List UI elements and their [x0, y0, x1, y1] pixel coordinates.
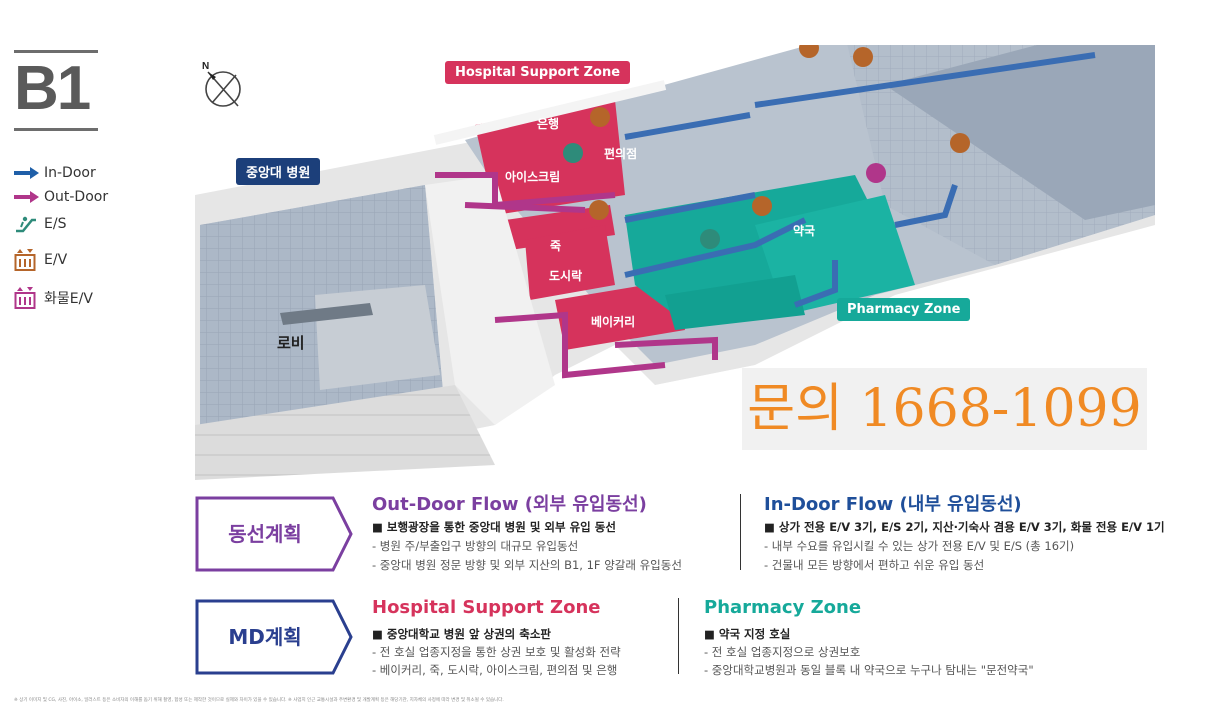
magenta-arrow-icon — [14, 190, 44, 204]
pharmacy-zone-lead: ■ 약국 지정 호실 — [704, 627, 791, 641]
level-label: B1 — [14, 54, 91, 123]
legend-elevator: E/V — [14, 248, 67, 272]
hospital-name-tag: 중앙대 병원 — [236, 158, 321, 185]
freight-elevator-icon — [14, 286, 44, 310]
shop-lunchbox: 도시락 — [549, 269, 583, 283]
indoor-flow-item: - 내부 수요를 유입시킬 수 있는 상가 전용 E/V 및 E/S (총 16… — [764, 539, 1075, 553]
compass-icon: N — [196, 55, 252, 117]
floor-map-drawing — [195, 15, 1155, 480]
legend-label: Out-Door — [44, 189, 109, 205]
hospital-support-title: Hospital Support Zone — [372, 597, 601, 618]
hospital-support-zone-tag: Hospital Support Zone — [445, 61, 631, 84]
legend-label: 화물E/V — [44, 291, 93, 307]
contact-box: 문의 1668-1099 — [742, 368, 1147, 450]
hospital-support-item: - 전 호실 업종지정을 통한 상권 보호 및 활성화 전략 — [372, 645, 621, 659]
pharmacy-zone-tag: Pharmacy Zone — [837, 298, 971, 321]
legend-freight-elevator: 화물E/V — [14, 286, 93, 310]
shop-icecream: 아이스크림 — [505, 170, 561, 184]
plan-badge-label: 동선계획 — [228, 522, 302, 546]
shop-bank: 은행 — [537, 117, 560, 131]
pharmacy-zone-item: - 중앙대학교병원과 동일 블록 내 약국으로 누구나 탐내는 "문전약국" — [704, 663, 1034, 677]
legend-label: In-Door — [44, 165, 96, 181]
plan-badge-md: MD계획 — [195, 599, 355, 679]
level-bottom-rule — [14, 128, 98, 131]
indoor-flow-title: In-Door Flow (내부 유입동선) — [764, 494, 1022, 515]
hospital-support-item: - 베이커리, 죽, 도시락, 아이스크림, 편의점 및 은행 — [372, 663, 618, 677]
plan-badge-flow: 동선계획 — [195, 496, 355, 576]
indoor-flow-item: - 건물내 모든 방향에서 편하고 쉬운 유입 동선 — [764, 558, 985, 572]
footnote: ※ 상기 이미지 및 CG, 사진, 아이소, 일러스트 등은 소비자의 이해를… — [14, 698, 504, 703]
legend-out-door: Out-Door — [14, 185, 108, 209]
pharmacy-zone-item: - 전 호실 업종지정으로 상권보호 — [704, 645, 861, 659]
blue-arrow-icon — [14, 166, 44, 180]
shop-convenience: 편의점 — [604, 147, 638, 161]
shop-pharmacy: 약국 — [793, 224, 816, 238]
elevator-icon — [14, 248, 44, 272]
outdoor-flow-title: Out-Door Flow (외부 유입동선) — [372, 494, 647, 515]
outdoor-flow-item: - 중앙대 병원 정문 방향 및 외부 지산의 B1, 1F 양갈래 유입동선 — [372, 558, 682, 572]
svg-text:N: N — [202, 61, 209, 72]
escalator-icon — [14, 214, 44, 234]
legend-label: E/V — [44, 252, 68, 268]
outdoor-flow-lead: ■ 보행광장을 통한 중앙대 병원 및 외부 유입 동선 — [372, 520, 616, 534]
contact-phone[interactable]: 문의 1668-1099 — [747, 379, 1142, 439]
level-top-rule — [14, 50, 98, 53]
hospital-support-lead: ■ 중앙대학교 병원 앞 상권의 축소판 — [372, 627, 552, 641]
indoor-flow-lead: ■ 상가 전용 E/V 3기, E/S 2기, 지산·기숙사 겸용 E/V 3기… — [764, 520, 1165, 534]
pharmacy-zone-title: Pharmacy Zone — [704, 597, 862, 618]
legend-label: E/S — [44, 216, 67, 232]
lobby-label: 로비 — [277, 334, 305, 352]
outdoor-flow-item: - 병원 주/부출입구 방향의 대규모 유입동선 — [372, 539, 579, 553]
divider — [678, 598, 679, 674]
legend-in-door: In-Door — [14, 161, 96, 185]
plan-badge-label: MD계획 — [228, 625, 302, 649]
shop-bakery: 베이커리 — [591, 315, 636, 329]
shop-porridge: 죽 — [550, 239, 562, 253]
legend-escalator: E/S — [14, 212, 66, 236]
divider — [740, 494, 741, 570]
floor-map: Hospital Support Zone Pharmacy Zone 중앙대 … — [195, 15, 1155, 480]
